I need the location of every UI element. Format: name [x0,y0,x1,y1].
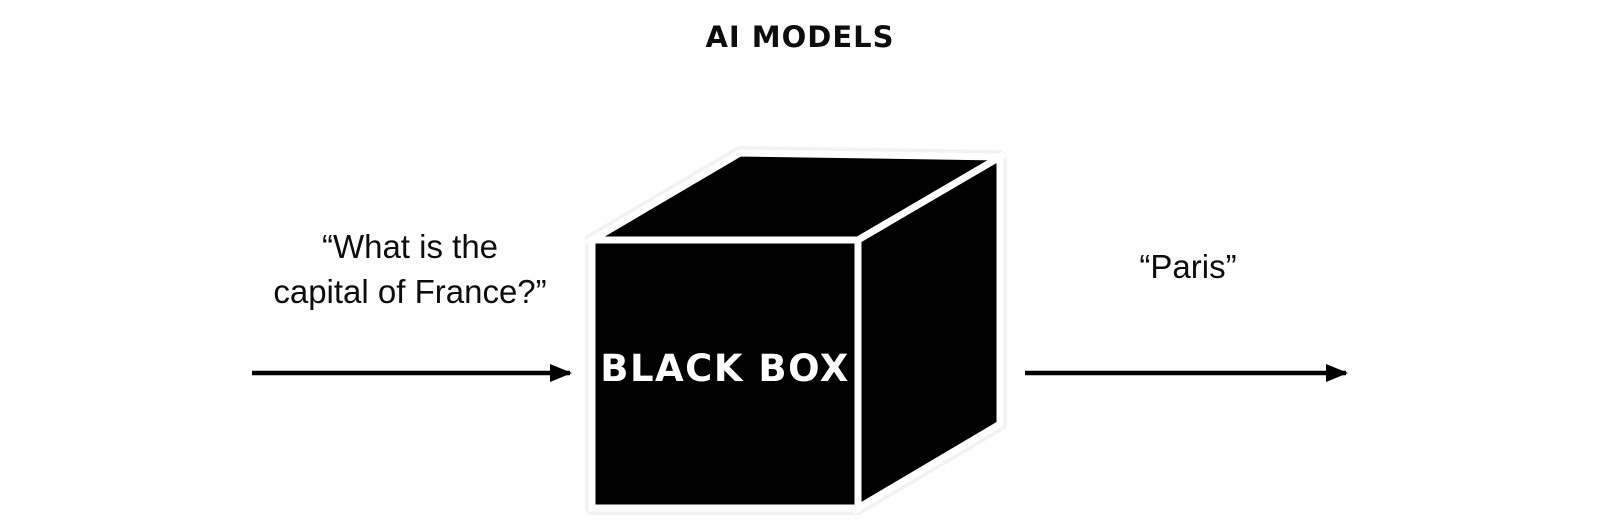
black-box-cube [579,149,1013,515]
cube-front-face [588,236,862,512]
input-question-label: “What is the capital of France?” [273,228,547,310]
diagram-title: AI MODELS [705,20,895,54]
black-box-label: BLACK BOX [600,347,850,390]
output-answer-label: “Paris” [1139,248,1237,285]
